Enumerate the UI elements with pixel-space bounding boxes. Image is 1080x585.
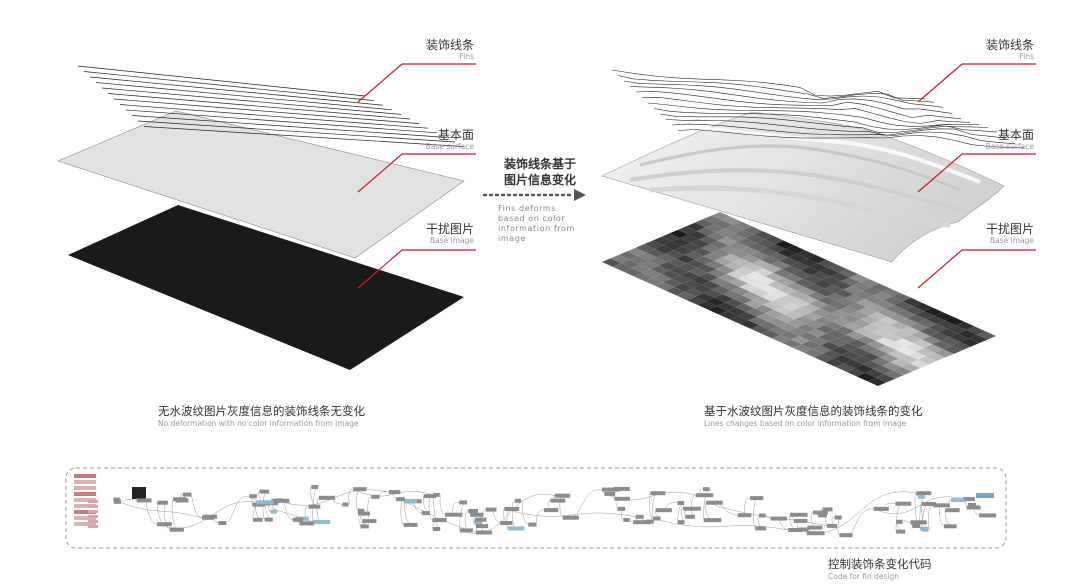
code-panel-caption-en: Code for fin design	[828, 572, 900, 581]
transition-en-line1: Fins deforms	[498, 204, 557, 213]
left-base-image-label-en: Base image	[429, 236, 474, 245]
code-panel-border	[65, 467, 1007, 549]
right-base-image-label-en: Base image	[989, 236, 1034, 245]
left-caption-en: No deformation with no color information…	[158, 419, 359, 428]
transition-en-line4: image	[498, 234, 526, 243]
transition-zh-line1: 装饰线条基于	[503, 157, 576, 171]
right-base-image-label-zh: 干扰图片	[985, 222, 1034, 236]
right-fins-label-zh: 装饰线条	[985, 38, 1034, 52]
transition-arrow	[482, 189, 586, 201]
right-caption-zh: 基于水波纹图片灰度信息的装饰线条的变化	[704, 404, 923, 418]
right-base-image-plane	[602, 212, 996, 386]
left-caption-zh: 无水波纹图片灰度信息的装饰线条无变化	[158, 404, 365, 418]
left-fins-label: 装饰线条 Fins	[400, 38, 474, 62]
code-panel-nodes	[74, 474, 997, 538]
left-fins-label-en: Fins	[459, 52, 474, 61]
right-caption: 基于水波纹图片灰度信息的装饰线条的变化 Lines changes based …	[704, 404, 1034, 429]
right-fins-label: 装饰线条 Fins	[960, 38, 1034, 62]
left-fins-lines	[77, 65, 465, 147]
right-base-image-label: 干扰图片 Base image	[960, 222, 1034, 246]
left-fins-label-zh: 装饰线条	[425, 38, 474, 52]
code-panel-caption: 控制装饰条变化代码 Code for fin design	[828, 557, 1028, 582]
code-panel-caption-zh: 控制装饰条变化代码	[828, 557, 932, 571]
left-base-surface-label-zh: 基本面	[437, 128, 474, 142]
left-base-surface-label-en: Base surface	[425, 142, 474, 151]
leader-lines	[357, 63, 1036, 289]
left-base-surface-label: 基本面 Base surface	[400, 128, 474, 152]
right-base-surface-label: 基本面 Base surface	[960, 128, 1034, 152]
left-caption: 无水波纹图片灰度信息的装饰线条无变化 No deformation with n…	[158, 404, 458, 429]
right-fins-label-en: Fins	[1019, 52, 1034, 61]
right-base-surface-label-zh: 基本面	[997, 128, 1034, 142]
transition-en-line3: information from	[498, 224, 575, 233]
right-caption-en: Lines changes based on color information…	[704, 419, 907, 428]
left-base-image-label-zh: 干扰图片	[425, 222, 474, 236]
right-base-surface-label-en: Base surface	[985, 142, 1034, 151]
transition-label-en: Fins deforms based on color information …	[498, 204, 588, 244]
transition-en-line2: based on color	[498, 214, 566, 223]
transition-label-zh: 装饰线条基于 图片信息变化	[490, 156, 590, 188]
left-base-surface-plane	[57, 110, 465, 259]
right-fins-lines	[611, 69, 1025, 149]
left-base-image-plane	[68, 205, 464, 370]
transition-zh-line2: 图片信息变化	[503, 173, 576, 187]
right-base-surface-plane	[601, 111, 1005, 263]
left-base-image-label: 干扰图片 Base image	[400, 222, 474, 246]
